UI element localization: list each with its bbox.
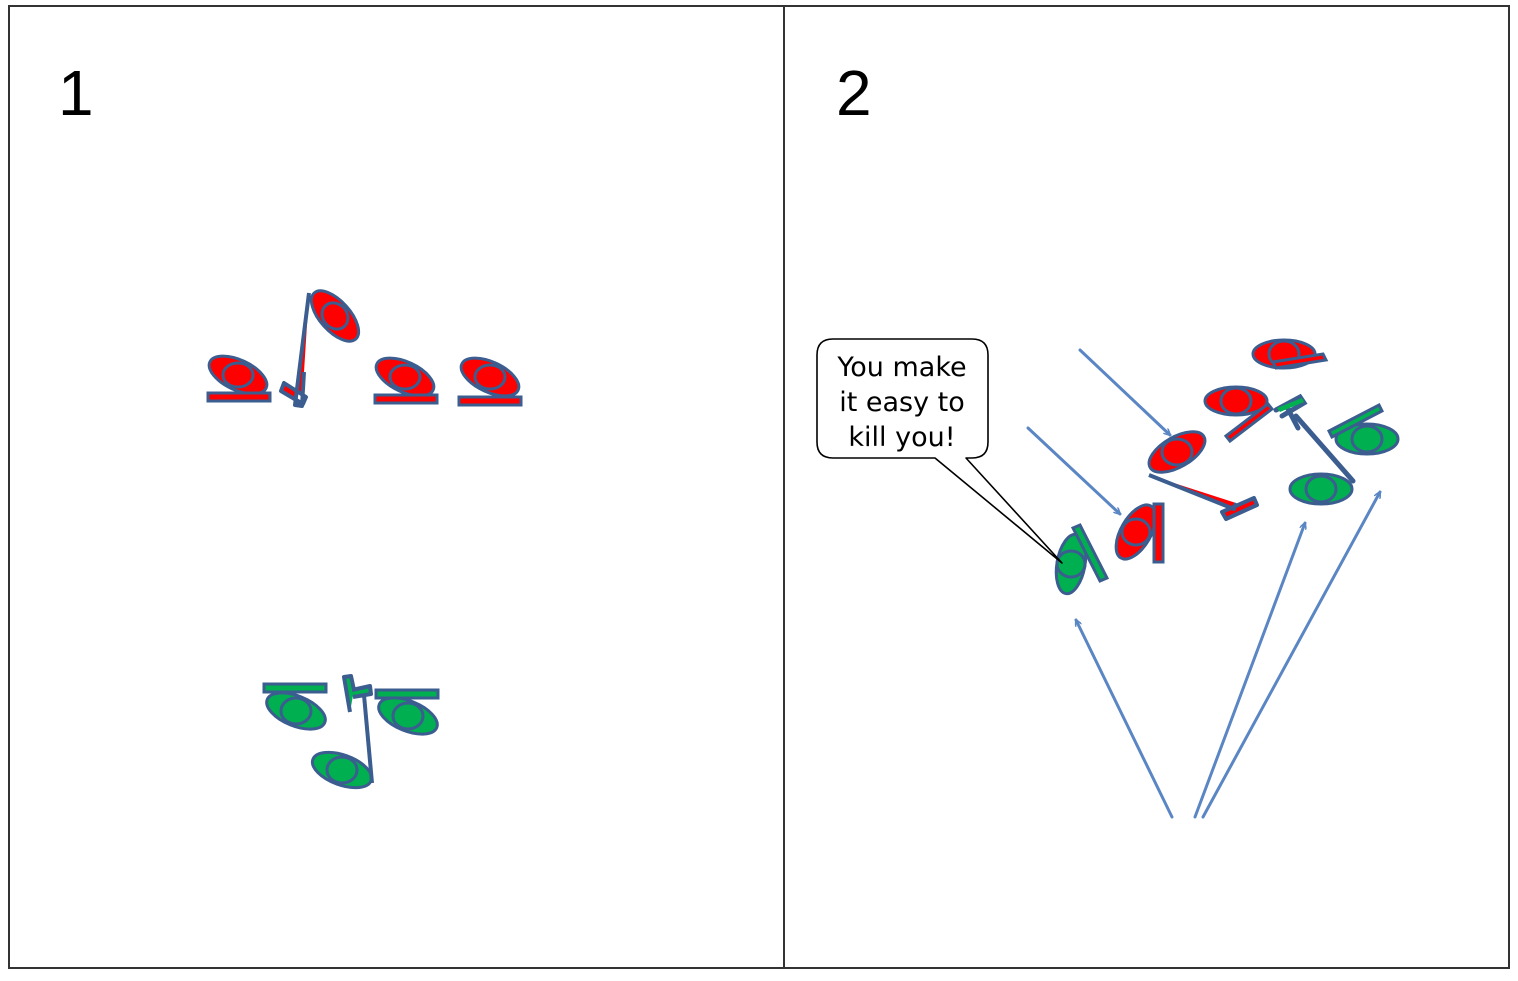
arrow xyxy=(1074,620,1174,819)
red-weapon xyxy=(373,393,439,405)
red-soldier xyxy=(1114,503,1158,561)
red-weapon xyxy=(1152,502,1165,564)
green-soldier xyxy=(310,750,374,790)
speech-bubble-line-3: kill you! xyxy=(848,422,955,453)
panel-1-green-team xyxy=(262,674,440,790)
red-weapon xyxy=(1223,401,1275,444)
green-weapon-tip xyxy=(1277,398,1304,412)
green-soldier xyxy=(265,691,327,731)
red-soldier xyxy=(374,356,436,398)
green-soldier xyxy=(1288,472,1354,506)
green-soldier-targeted xyxy=(1054,532,1088,596)
red-weapon xyxy=(206,391,272,403)
green-soldier xyxy=(377,696,439,736)
panel-1-frame xyxy=(8,5,785,969)
arrow xyxy=(1026,426,1120,514)
green-weapon xyxy=(1326,402,1385,440)
speech-bubble: You make it easy to kill you! xyxy=(816,338,1063,564)
green-weapon xyxy=(262,682,328,694)
panel-2-frame xyxy=(783,5,1510,969)
green-weapon xyxy=(374,688,440,700)
red-soldier xyxy=(309,289,361,343)
arrow xyxy=(1201,492,1382,819)
red-weapon xyxy=(457,395,523,407)
arrow xyxy=(1193,523,1305,819)
arrow xyxy=(1078,348,1170,435)
speech-bubble-line-2: it easy to xyxy=(839,387,965,418)
speech-bubble-line-1: You make xyxy=(836,352,966,383)
speech-bubble-shape xyxy=(816,338,1063,564)
green-soldier xyxy=(1334,422,1400,456)
green-weapon-angled xyxy=(342,674,374,784)
fire-arrows xyxy=(1026,348,1382,819)
red-weapon-angled xyxy=(1148,473,1259,521)
red-soldier xyxy=(1147,430,1207,474)
red-soldier xyxy=(459,356,521,398)
red-soldier xyxy=(207,354,269,396)
red-soldier xyxy=(1203,385,1269,417)
red-weapon xyxy=(1270,352,1329,370)
panel-1-red-team xyxy=(206,289,523,408)
green-weapon xyxy=(1070,523,1110,583)
panel-2-red-team xyxy=(1114,338,1329,564)
panel-1-number: 1 xyxy=(58,57,94,129)
red-weapon-angled xyxy=(279,292,311,408)
panel-2-green-team xyxy=(1054,393,1400,596)
panel-2-number: 2 xyxy=(836,57,872,129)
